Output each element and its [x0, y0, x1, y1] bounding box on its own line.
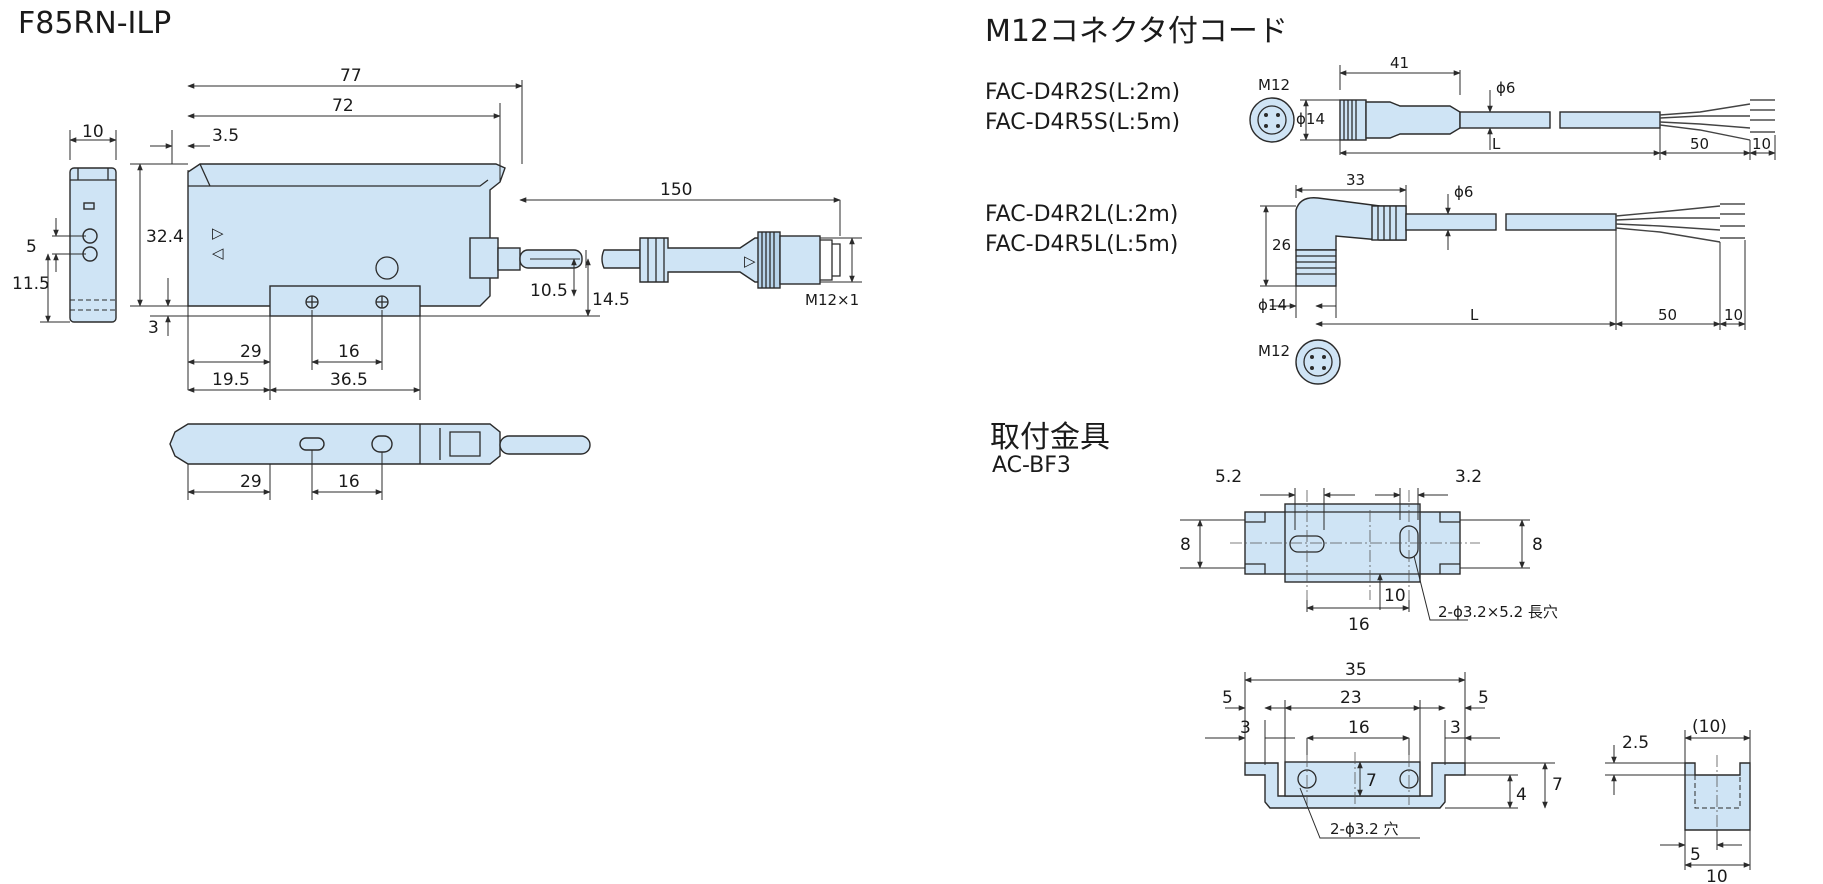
cord-s-L: L	[1492, 135, 1501, 153]
dim-105: 10.5	[530, 281, 568, 301]
bracket-title: 取付金具	[990, 420, 1110, 455]
sensor-title: F85RN-ILP	[18, 6, 172, 41]
bracket-dim-32: 3.2	[1455, 467, 1482, 487]
dim-bottom-16: 16	[338, 472, 360, 492]
bracket-dim-5-left: 5	[1222, 688, 1233, 708]
bracket-side-view	[1684, 755, 1751, 840]
cord-s-41: 41	[1390, 54, 1409, 72]
dim-led-pitch: 5	[26, 237, 37, 257]
cord-a-L: L	[1470, 306, 1479, 324]
cord-model-straight-2m: FAC-D4R2S(L:2m)	[985, 80, 1181, 105]
dim-length-77: 77	[340, 66, 362, 86]
dim-length-72: 72	[332, 96, 354, 116]
cord-model-angled-5m: FAC-D4R5L(L:5m)	[985, 232, 1179, 257]
cord-a-33: 33	[1346, 171, 1365, 189]
sensor-main-view: ▷ ◁ ▷	[187, 163, 841, 317]
dim-height-324: 32.4	[146, 227, 184, 247]
cord-straight	[1249, 97, 1775, 143]
dim-365: 36.5	[330, 370, 368, 390]
cord-a-phi14: ϕ14	[1258, 296, 1287, 314]
cord-a-50: 50	[1658, 306, 1677, 324]
cord-a-m12: M12	[1258, 342, 1290, 360]
bracket-dim-16-front: 16	[1348, 718, 1370, 738]
dim-16: 16	[338, 342, 360, 362]
bracket-dim-8-right: 8	[1532, 535, 1543, 555]
bracket-model: AC-BF3	[992, 453, 1071, 478]
bracket-dim-10: 10	[1384, 586, 1406, 606]
cord-a-26: 26	[1272, 236, 1291, 254]
cord-title: M12コネクタ付コード	[985, 14, 1288, 49]
bracket-dim-35: 35	[1345, 660, 1367, 680]
dim-cable-150: 150	[660, 180, 692, 200]
cord-s-50: 50	[1690, 135, 1709, 153]
bracket-dim-16: 16	[1348, 615, 1370, 635]
bracket-dim-10-side: 10	[1706, 867, 1728, 884]
sensor-end-view	[40, 130, 117, 323]
cord-angled	[1295, 197, 1745, 385]
bracket-dim-52: 5.2	[1215, 467, 1242, 487]
svg-text:▷: ▷	[212, 224, 224, 242]
sensor-bottom-view	[169, 423, 591, 500]
bracket-dim-4: 4	[1516, 785, 1527, 805]
dim-195: 19.5	[212, 370, 250, 390]
cord-s-10: 10	[1752, 135, 1771, 153]
bracket-slot-note: 2-ϕ3.2×5.2 長穴	[1438, 603, 1558, 621]
dim-led-height: 11.5	[12, 274, 50, 294]
bracket-dim-5-right: 5	[1478, 688, 1489, 708]
dim-bottom-29: 29	[240, 472, 262, 492]
cord-a-10: 10	[1724, 306, 1743, 324]
bracket-top-view	[1230, 490, 1480, 600]
dim-145: 14.5	[592, 290, 630, 310]
bracket-dim-3-left: 3	[1240, 718, 1251, 738]
bracket-dim-23: 23	[1340, 688, 1362, 708]
bracket-dim-3-right: 3	[1450, 718, 1461, 738]
bracket-dim-25: 2.5	[1622, 733, 1649, 753]
cord-model-angled-2m: FAC-D4R2L(L:2m)	[985, 202, 1179, 227]
cord-s-phi14: ϕ14	[1296, 110, 1325, 128]
bracket-dim-10-ref: (10)	[1692, 717, 1727, 737]
cord-a-phi6: ϕ6	[1454, 183, 1473, 201]
svg-text:▷: ▷	[744, 252, 756, 270]
cord-s-phi6: ϕ6	[1496, 79, 1515, 97]
dim-offset-35: 3.5	[212, 126, 239, 146]
bracket-front-view	[1244, 752, 1466, 812]
bracket-dim-5-side: 5	[1690, 845, 1701, 865]
cord-s-m12: M12	[1258, 76, 1290, 94]
dim-end-width: 10	[82, 122, 104, 142]
cord-model-straight-5m: FAC-D4R5S(L:5m)	[985, 110, 1181, 135]
svg-text:◁: ◁	[212, 244, 224, 262]
bracket-dim-8-left: 8	[1180, 535, 1191, 555]
dim-thread-m12x1: M12×1	[805, 291, 859, 309]
bracket-hole-note: 2-ϕ3.2 穴	[1330, 820, 1398, 838]
bracket-dim-7-height: 7	[1552, 775, 1563, 795]
bracket-dim-7-hole: 7	[1366, 771, 1377, 791]
dim-29: 29	[240, 342, 262, 362]
dim-base-3: 3	[148, 318, 159, 338]
